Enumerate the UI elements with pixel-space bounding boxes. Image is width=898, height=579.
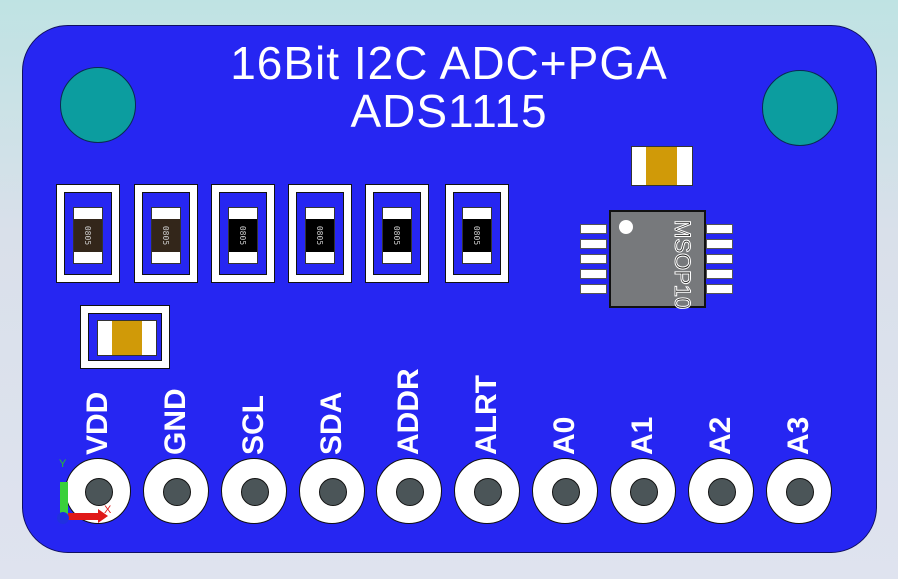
resistor: 0805 (56, 184, 120, 283)
pin-a1[interactable] (610, 458, 676, 524)
pin-a0[interactable] (532, 458, 598, 524)
board-subtitle: ADS1115 (350, 85, 548, 137)
pin1-marker (619, 220, 633, 234)
axis-triad-icon: Y X (52, 458, 112, 524)
ic-label: MSOP10 (670, 220, 696, 310)
pin-label: VDD (81, 391, 114, 455)
pin-label: ALRT (470, 375, 503, 455)
pin-label: A0 (548, 416, 581, 455)
pin-label: SCL (237, 395, 270, 455)
capacitor-footprint (80, 305, 170, 369)
pin-a3[interactable] (766, 458, 832, 524)
pin-label: A3 (782, 416, 815, 455)
resistor: 0805 (445, 184, 509, 283)
pin-sda[interactable] (299, 458, 365, 524)
pin-gnd[interactable] (143, 458, 209, 524)
resistor: 0805 (211, 184, 275, 283)
mounting-hole-left (60, 67, 136, 143)
pin-label: GND (159, 388, 192, 455)
pin-addr[interactable] (376, 458, 442, 524)
y-axis-label: Y (59, 458, 67, 470)
pin-label: ADDR (392, 368, 425, 455)
capacitor (631, 146, 693, 186)
pin-a2[interactable] (688, 458, 754, 524)
pin-scl[interactable] (221, 458, 287, 524)
resistor: 0805 (288, 184, 352, 283)
resistor: 0805 (134, 184, 198, 283)
mounting-hole-right (762, 70, 838, 146)
pin-label: A2 (704, 416, 737, 455)
resistor: 0805 (365, 184, 429, 283)
pin-label: A1 (626, 416, 659, 455)
pin-label: SDA (315, 391, 348, 455)
ads1115-chip: MSOP10 (609, 210, 706, 310)
x-axis-label: X (104, 504, 112, 516)
board-title: 16Bit I2C ADC+PGA (230, 37, 668, 89)
pin-alrt[interactable] (454, 458, 520, 524)
